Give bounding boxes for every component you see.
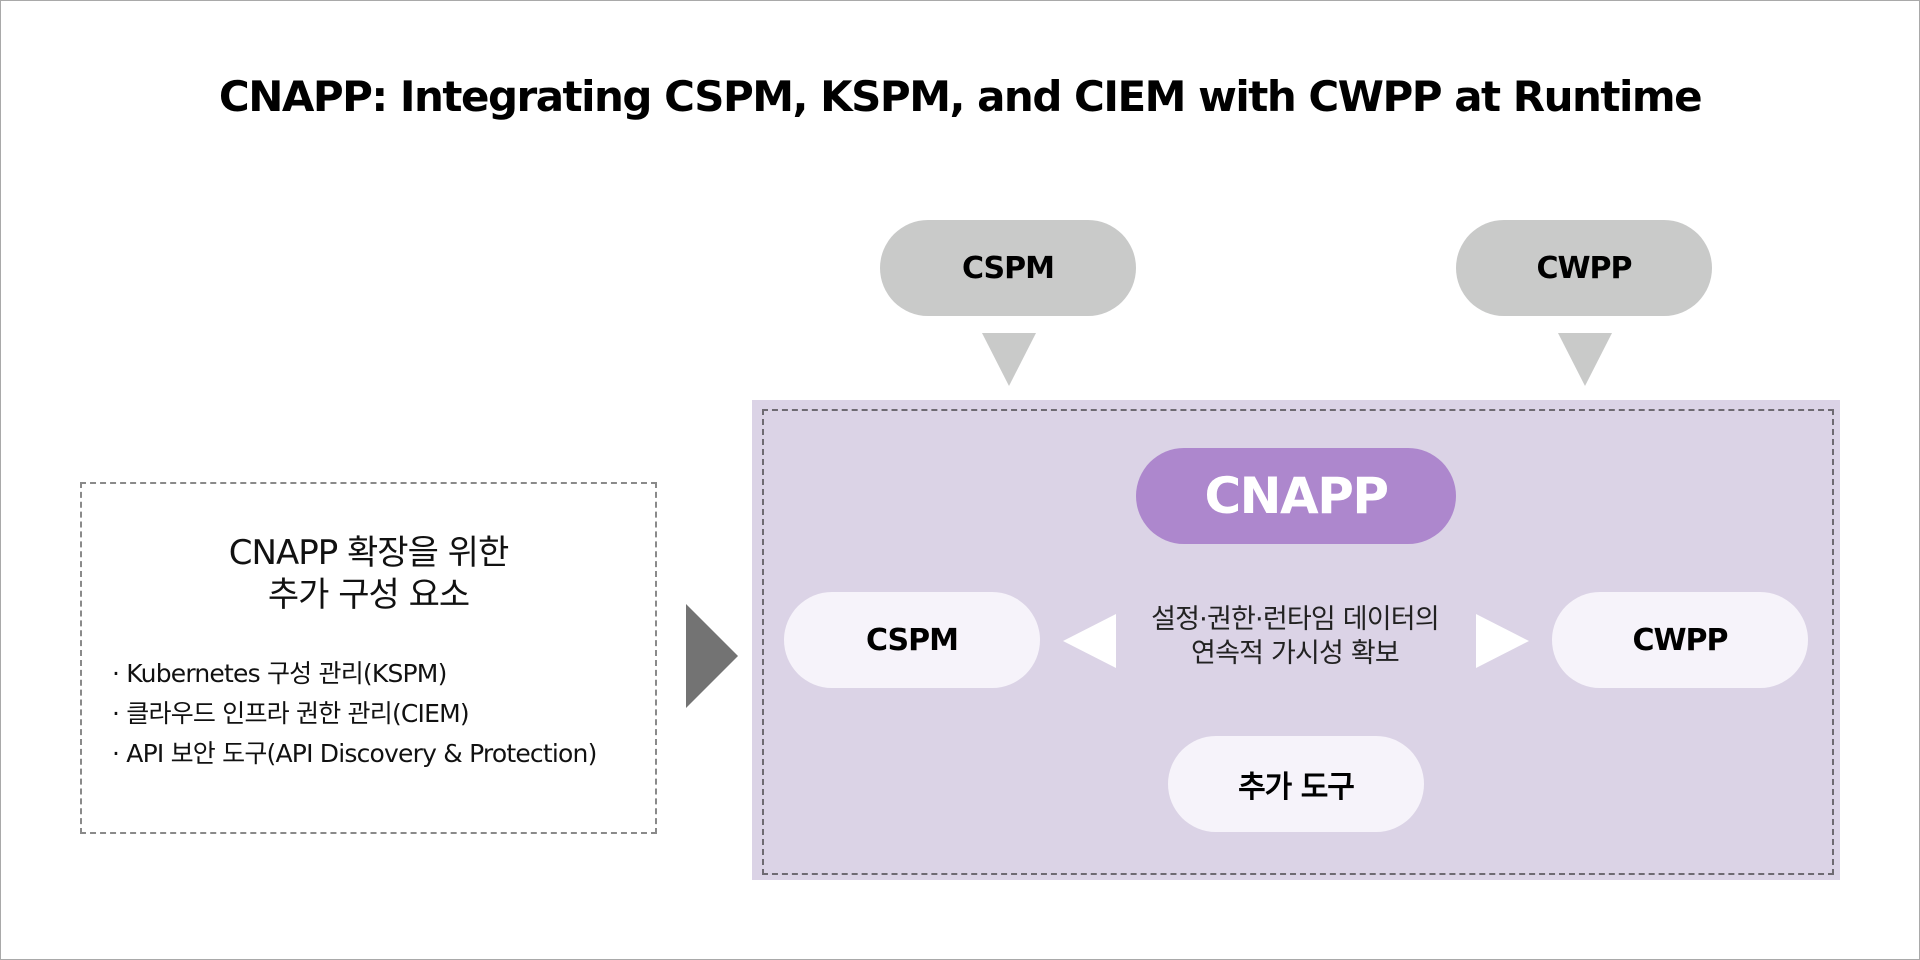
right-arrow-icon	[686, 604, 738, 708]
visibility-caption: 설정·권한·런타임 데이터의 연속적 가시성 확보	[1110, 603, 1480, 671]
cnapp-panel-dashed-border	[762, 409, 1834, 875]
panel-node-additional-tools-label: 추가 도구	[1238, 770, 1355, 805]
down-arrow-icon-cwpp	[1558, 333, 1612, 386]
list-item-api-security: API 보안 도구(API Discovery & Protection)	[112, 734, 597, 774]
top-node-cspm: CSPM	[880, 220, 1136, 316]
down-arrow-icon-cspm	[982, 333, 1036, 386]
top-node-cwpp: CWPP	[1456, 220, 1712, 316]
right-arrow-icon-white	[1476, 614, 1529, 668]
top-node-cwpp-label: CWPP	[1536, 250, 1632, 286]
heading-line-2: 추가 구성 요소	[267, 575, 470, 615]
panel-node-cwpp: CWPP	[1552, 592, 1808, 688]
top-node-cspm-label: CSPM	[961, 250, 1055, 286]
diagram-title: CNAPP: Integrating CSPM, KSPM, and CIEM …	[218, 72, 1703, 121]
visibility-caption-line-1: 설정·권한·런타임 데이터의	[1151, 604, 1440, 635]
panel-node-cspm-label: CSPM	[865, 622, 959, 658]
panel-node-additional-tools: 추가 도구	[1168, 736, 1424, 832]
left-arrow-icon-white	[1063, 614, 1116, 668]
additional-components-heading: CNAPP 확장을 위한 추가 구성 요소	[82, 532, 655, 616]
panel-node-cspm: CSPM	[784, 592, 1040, 688]
additional-components-list: Kubernetes 구성 관리(KSPM) 클라우드 인프라 권한 관리(CI…	[112, 654, 597, 774]
list-item-kspm: Kubernetes 구성 관리(KSPM)	[112, 654, 597, 694]
list-item-ciem: 클라우드 인프라 권한 관리(CIEM)	[112, 694, 597, 734]
visibility-caption-line-2: 연속적 가시성 확보	[1191, 638, 1400, 669]
cnapp-core-label: CNAPP	[1204, 467, 1389, 525]
heading-line-1: CNAPP 확장을 위한	[228, 533, 509, 573]
additional-components-box: CNAPP 확장을 위한 추가 구성 요소 Kubernetes 구성 관리(K…	[80, 482, 657, 834]
panel-node-cwpp-label: CWPP	[1632, 622, 1728, 658]
cnapp-core-node: CNAPP	[1136, 448, 1456, 544]
